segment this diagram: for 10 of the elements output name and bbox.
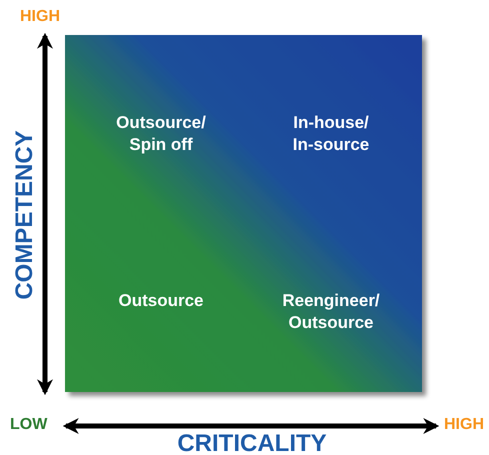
axis-title: COMPETENCY [11,130,39,300]
quadrant-label: Reengineer/ Outsource [261,290,401,334]
quadrant-label: Outsource/ Spin off [111,112,211,156]
square-panel [65,35,422,392]
axis-end-label: LOW [10,416,48,434]
axis-title: CRITICALITY [177,430,327,455]
quadrant-label: In-house/ In-source [281,112,381,156]
axis-end-label: HIGH [444,416,484,434]
axis-end-label: HIGH [20,8,60,26]
quadrant-label: Outsource [111,290,211,312]
